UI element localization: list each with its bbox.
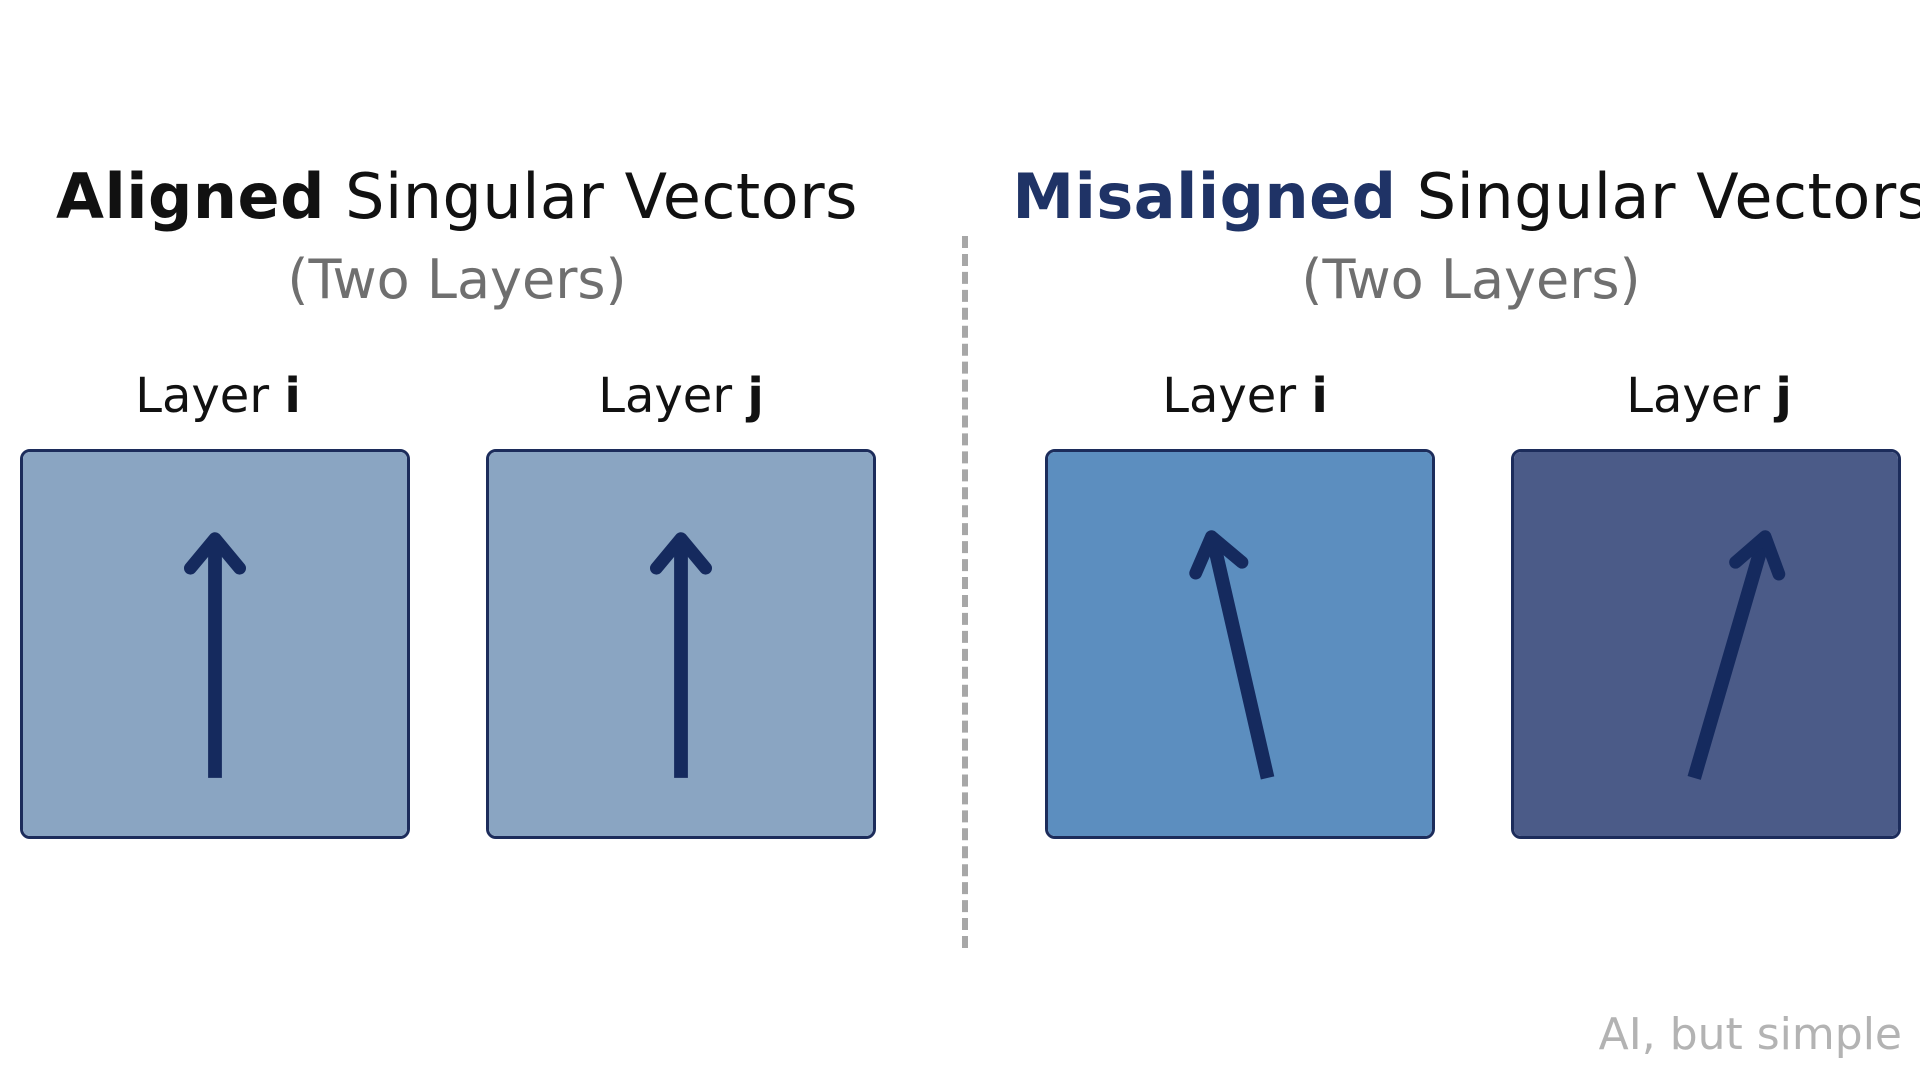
aligned-title-rest: Singular Vectors [324,160,858,233]
arrow-up-right-icon [1514,452,1898,836]
arrow-head [1729,530,1786,581]
arrow-shaft [1687,539,1770,780]
layer-label-prefix: Layer [1626,368,1776,424]
aligned-layer-j-label: Layer j [598,368,764,424]
misaligned-layer-j-box [1511,449,1901,839]
misaligned-layer-i-box [1045,449,1435,839]
box-fill [1514,452,1898,836]
misaligned-subtitle: (Two Layers) [1301,248,1641,311]
misaligned-layer-i-label: Layer i [1162,368,1328,424]
arrow-shaft [1206,540,1275,780]
misaligned-layer-j-label: Layer j [1626,368,1792,424]
layer-label-prefix: Layer [1162,368,1312,424]
layer-label-var: i [1311,368,1328,424]
misaligned-title-strong: Misaligned [1012,160,1397,233]
arrow-head [649,532,713,575]
misaligned-title-rest: Singular Vectors [1396,160,1920,233]
layer-label-var: j [1775,368,1792,424]
watermark-text: AI, but simple [1598,1009,1902,1060]
misaligned-title: Misaligned Singular Vectors [1012,160,1920,233]
aligned-layer-j-box [486,449,876,839]
aligned-layer-i-label: Layer i [135,368,301,424]
aligned-layer-i-box [20,449,410,839]
aligned-title: Aligned Singular Vectors [56,160,858,233]
arrow-up-left-icon [1048,452,1432,836]
arrow-head [1189,530,1249,580]
aligned-title-strong: Aligned [56,160,325,233]
layer-label-prefix: Layer [598,368,748,424]
arrow-head [183,532,247,575]
panel-divider [962,236,968,948]
arrow-up-icon [489,452,873,836]
arrow-up-icon [23,452,407,836]
aligned-subtitle: (Two Layers) [287,248,627,311]
layer-label-prefix: Layer [135,368,285,424]
layer-label-var: i [284,368,301,424]
layer-label-var: j [747,368,764,424]
